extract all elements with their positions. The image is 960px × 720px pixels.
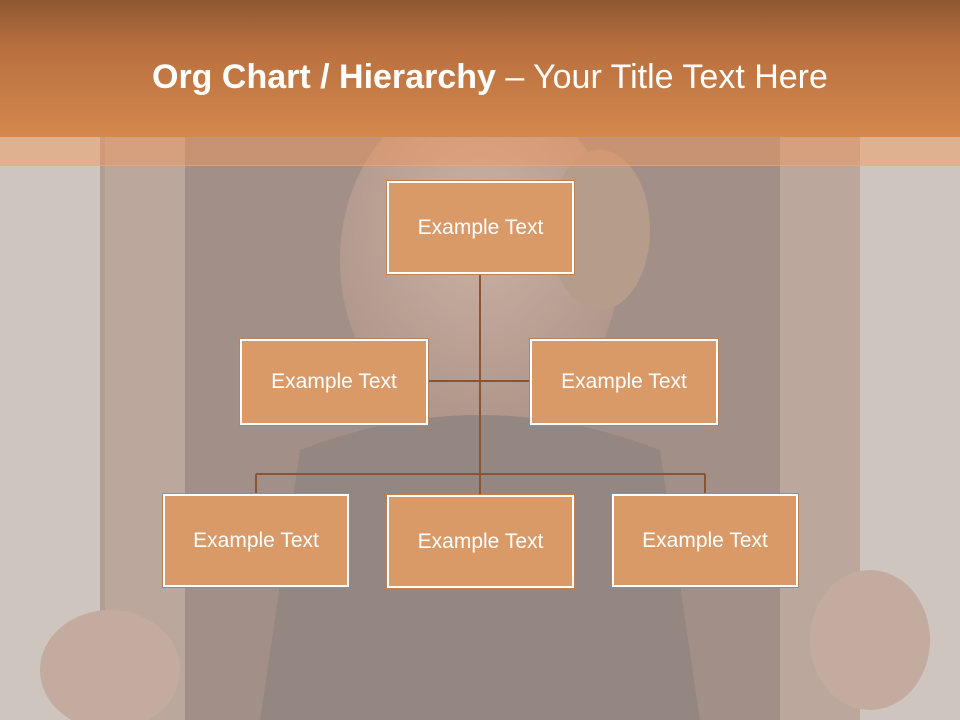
org-node-child-center[interactable]: Example Text: [386, 494, 575, 589]
org-node-assistant-right[interactable]: Example Text: [529, 338, 719, 426]
title-bar: [0, 0, 960, 137]
slide-title: Org Chart / Hierarchy – Your Title Text …: [152, 52, 828, 102]
org-node-child-right[interactable]: Example Text: [611, 493, 799, 588]
title-bar-band: [0, 137, 960, 166]
title-bold: Org Chart / Hierarchy: [152, 58, 496, 96]
title-rest: Your Title Text Here: [533, 58, 828, 96]
org-node-assistant-left[interactable]: Example Text: [239, 338, 429, 426]
org-node-child-left[interactable]: Example Text: [162, 493, 350, 588]
org-node-root[interactable]: Example Text: [386, 180, 575, 275]
title-separator: –: [495, 58, 534, 96]
